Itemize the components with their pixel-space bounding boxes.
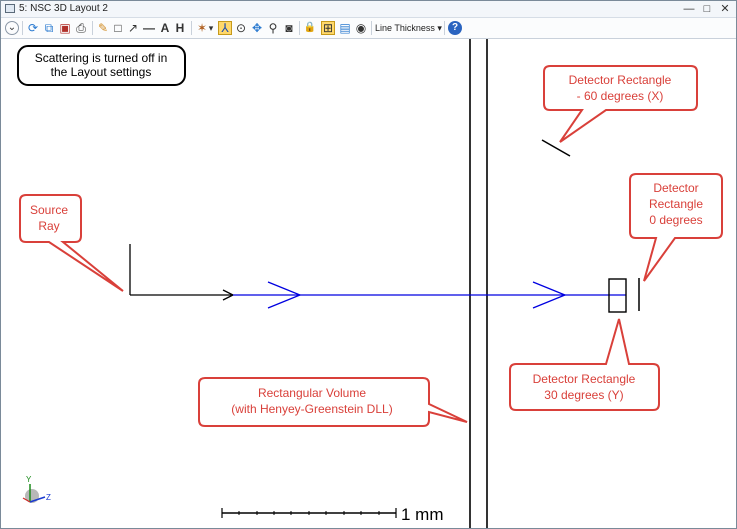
axis-y-label: Y: [26, 475, 32, 484]
text-icon[interactable]: A: [160, 21, 170, 35]
maximize-button[interactable]: □: [703, 3, 711, 15]
window-title: 5: NSC 3D Layout 2: [19, 3, 108, 14]
snapshot-icon[interactable]: ◙: [285, 21, 293, 35]
callout-source-line-2: Ray: [38, 219, 59, 233]
minimize-button[interactable]: —: [683, 3, 695, 15]
callout-det60-line-2: - 60 degrees (X): [577, 89, 664, 103]
close-button[interactable]: ✕: [720, 3, 730, 15]
toolbar-separator: [92, 21, 93, 35]
window-icon[interactable]: ▤: [339, 21, 351, 35]
refresh-icon[interactable]: ⟳: [27, 21, 39, 35]
callout-det60-line-1: Detector Rectangle: [569, 73, 672, 87]
toolbar-separator: [22, 21, 23, 35]
callout-detector-60: Detector Rectangle - 60 degrees (X): [543, 65, 698, 143]
callout-source-line-1: Source: [30, 203, 68, 217]
axis-z-label: Z: [46, 493, 51, 502]
scale-bar: 1 mm: [221, 505, 444, 524]
rotate-icon[interactable]: ✶: [196, 21, 208, 35]
fit-icon[interactable]: ⊞: [321, 21, 335, 35]
copy-icon[interactable]: ⧉: [44, 21, 54, 35]
toolbar-separator: [299, 21, 300, 35]
rotate-dropdown-icon[interactable]: ▾: [208, 23, 214, 33]
detector-rectangle-60-deg: [541, 139, 571, 157]
settings-icon[interactable]: ◉: [355, 21, 367, 35]
print-icon[interactable]: ⎙: [76, 21, 86, 35]
scattering-note: Scattering is turned off in the Layout s…: [17, 45, 186, 86]
callout-det0-line-2: Rectangle: [649, 197, 703, 211]
callout-source-ray: Source Ray: [19, 194, 124, 292]
help-icon[interactable]: ?: [448, 21, 462, 35]
line-thickness-dropdown[interactable]: Line Thickness ▾: [375, 21, 442, 35]
layout-canvas[interactable]: Scattering is turned off in the Layout s…: [1, 39, 736, 528]
title-bar: 5: NSC 3D Layout 2 — □ ✕: [1, 1, 736, 18]
note-line-1: Scattering is turned off in: [35, 51, 168, 65]
callout-detector-30: Detector Rectangle 30 degrees (Y): [509, 318, 660, 411]
callout-det0-line-3: 0 degrees: [649, 213, 702, 227]
callout-volume-line-2: (with Henyey-Greenstein DLL): [231, 402, 392, 416]
pencil-icon[interactable]: ✎: [97, 21, 109, 35]
note-line-2: the Layout settings: [51, 65, 152, 79]
callout-det30-line-2: 30 degrees (Y): [544, 388, 623, 402]
toolbar-separator: [444, 21, 445, 35]
window-app-icon: [5, 4, 15, 13]
line-thickness-label: Line Thickness: [375, 23, 435, 33]
layout-toolbar: ⌄ ⟳ ⧉ ▣ ⎙ ✎ □ ↗ — A H ✶ ▾ ⅄ ⊙ ✥ ⚲ ◙ 🔒 ⊞ …: [1, 18, 736, 39]
line-thickness-arrow-icon: ▾: [437, 23, 442, 33]
callout-rectangular-volume: Rectangular Volume (with Henyey-Greenste…: [198, 377, 468, 427]
dimension-icon[interactable]: H: [175, 21, 185, 35]
axes-triad-icon: Y Z: [22, 475, 51, 503]
callout-det30-line-1: Detector Rectangle: [533, 372, 636, 386]
axes-icon[interactable]: ⅄: [218, 21, 232, 35]
menu-chevron-icon[interactable]: ⌄: [5, 21, 19, 35]
save-icon[interactable]: ▣: [59, 21, 71, 35]
lock-icon[interactable]: 🔒: [303, 22, 317, 33]
toolbar-separator: [371, 21, 372, 35]
traced-ray: [233, 281, 626, 309]
callout-detector-0: Detector Rectangle 0 degrees: [629, 173, 723, 282]
rectangle-icon[interactable]: □: [114, 21, 122, 35]
source-ray: [129, 244, 235, 301]
line-icon[interactable]: —: [143, 21, 155, 35]
pan-icon[interactable]: ✥: [251, 21, 263, 35]
zoom-icon[interactable]: ⚲: [268, 21, 278, 35]
callout-volume-line-1: Rectangular Volume: [258, 386, 366, 400]
scale-bar-label: 1 mm: [401, 505, 444, 524]
arrow-icon[interactable]: ↗: [127, 21, 139, 35]
detector-rectangle-30-deg: [608, 278, 627, 313]
toolbar-separator: [191, 21, 192, 35]
camera-icon[interactable]: ⊙: [235, 21, 247, 35]
callout-det0-line-1: Detector: [653, 181, 698, 195]
